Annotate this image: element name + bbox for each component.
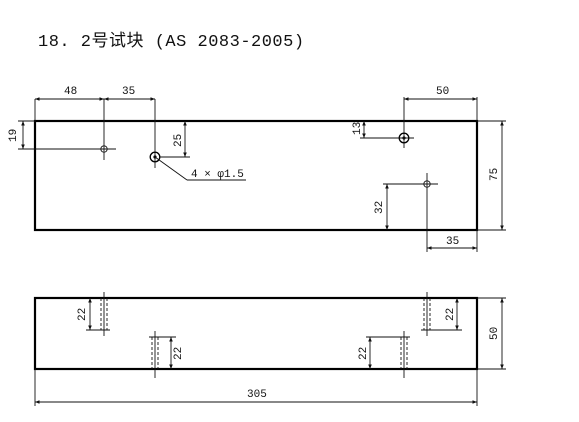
side-view-outline	[33, 296, 479, 371]
dim-22-c: 22	[358, 347, 370, 360]
hole-4	[383, 173, 438, 252]
dim-35-bottom: 35	[446, 236, 459, 248]
dim-48: 48	[64, 86, 77, 98]
dim-35-top: 35	[122, 86, 135, 98]
hole-note: 4 × φ1.5	[191, 169, 244, 181]
hole-2	[149, 99, 246, 181]
side-dimensions: 22 22 22 22 50 305	[34, 297, 506, 406]
top-dimensions: 48 35 50 19 25 13 75 32	[8, 86, 506, 252]
dim-19: 19	[8, 129, 20, 142]
side-view: 22 22 22 22 50 305	[33, 292, 506, 406]
top-view-outline	[33, 119, 479, 232]
drawing-title: 18. 2号试块 (AS 2083-2005)	[38, 33, 305, 52]
dim-25: 25	[173, 134, 185, 147]
dim-50-side: 50	[489, 327, 501, 340]
hole-3	[360, 97, 414, 148]
dim-305: 305	[247, 389, 267, 401]
dim-32: 32	[374, 201, 386, 214]
dim-22-d: 22	[445, 308, 457, 321]
dim-50-top: 50	[436, 86, 449, 98]
dim-75: 75	[489, 168, 501, 181]
side-hole-2	[149, 331, 176, 378]
dim-22-b: 22	[173, 347, 185, 360]
top-view: 48 35 50 19 25 13 75 32	[8, 86, 506, 252]
side-hole-4	[421, 292, 462, 336]
side-hole-3	[366, 331, 410, 378]
dim-22-a: 22	[77, 308, 89, 321]
hole-1	[18, 99, 116, 160]
dim-13: 13	[352, 122, 364, 135]
